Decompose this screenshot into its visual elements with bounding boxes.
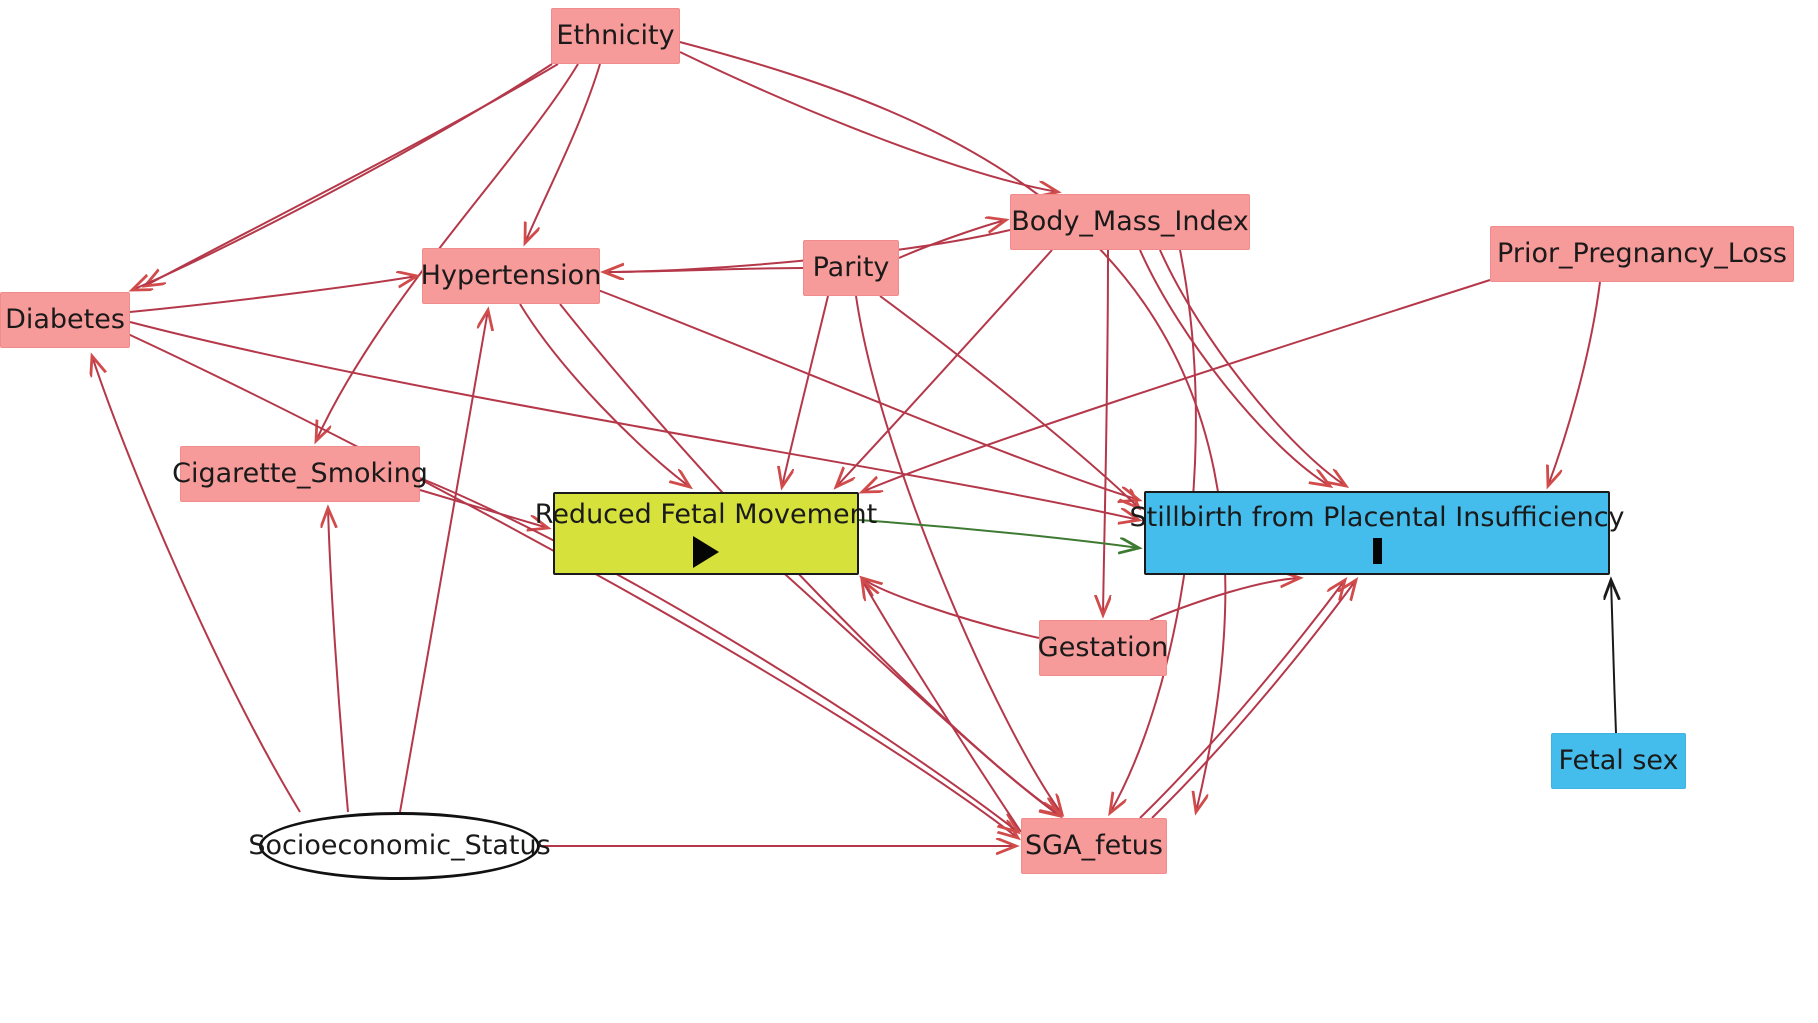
node-ethnicity[interactable]: Ethnicity (551, 8, 680, 64)
node-diabetes[interactable]: Diabetes (0, 292, 130, 348)
node-socioeconomic-status[interactable]: Socioeconomic_Status (248, 812, 551, 880)
node-parity[interactable]: Parity (803, 240, 899, 296)
node-gestation[interactable]: Gestation (1037, 620, 1169, 676)
node-cigarette-smoking[interactable]: Cigarette_Smoking (172, 446, 428, 502)
node-label-body-mass-index: Body_Mass_Index (1011, 206, 1249, 238)
node-label-stillbirth-placental-insufficiency: Stillbirth from Placental Insufficiency (1129, 501, 1625, 533)
node-label-socioeconomic-status: Socioeconomic_Status (248, 830, 551, 862)
play-triangle-icon (693, 536, 719, 569)
node-body-mass-index[interactable]: Body_Mass_Index (1010, 194, 1250, 250)
node-label-parity: Parity (812, 252, 890, 284)
node-stillbirth-placental-insufficiency[interactable]: Stillbirth from Placental Insufficiency (1129, 491, 1625, 575)
node-sga-fetus[interactable]: SGA_fetus (1021, 818, 1167, 874)
node-label-hypertension: Hypertension (420, 260, 602, 292)
causal-path-edges (858, 519, 1139, 548)
node-fetal-sex[interactable]: Fetal sex (1551, 733, 1686, 789)
biasing-path-edges (92, 39, 1601, 846)
node-label-cigarette-smoking: Cigarette_Smoking (172, 458, 428, 490)
node-label-gestation: Gestation (1037, 632, 1169, 664)
text-caret-icon (1372, 538, 1382, 565)
node-label-diabetes: Diabetes (5, 304, 125, 336)
node-label-fetal-sex: Fetal sex (1558, 745, 1679, 777)
node-label-reduced-fetal-movement: Reduced Fetal Movement (534, 498, 878, 530)
node-hypertension[interactable]: Hypertension (420, 248, 602, 304)
plain-edges (1611, 580, 1616, 734)
node-label-ethnicity: Ethnicity (556, 20, 675, 52)
node-label-sga-fetus: SGA_fetus (1025, 830, 1163, 862)
node-reduced-fetal-movement[interactable]: Reduced Fetal Movement (535, 492, 877, 575)
node-prior-pregnancy-loss[interactable]: Prior_Pregnancy_Loss (1490, 226, 1794, 282)
node-label-prior-pregnancy-loss: Prior_Pregnancy_Loss (1497, 238, 1787, 270)
